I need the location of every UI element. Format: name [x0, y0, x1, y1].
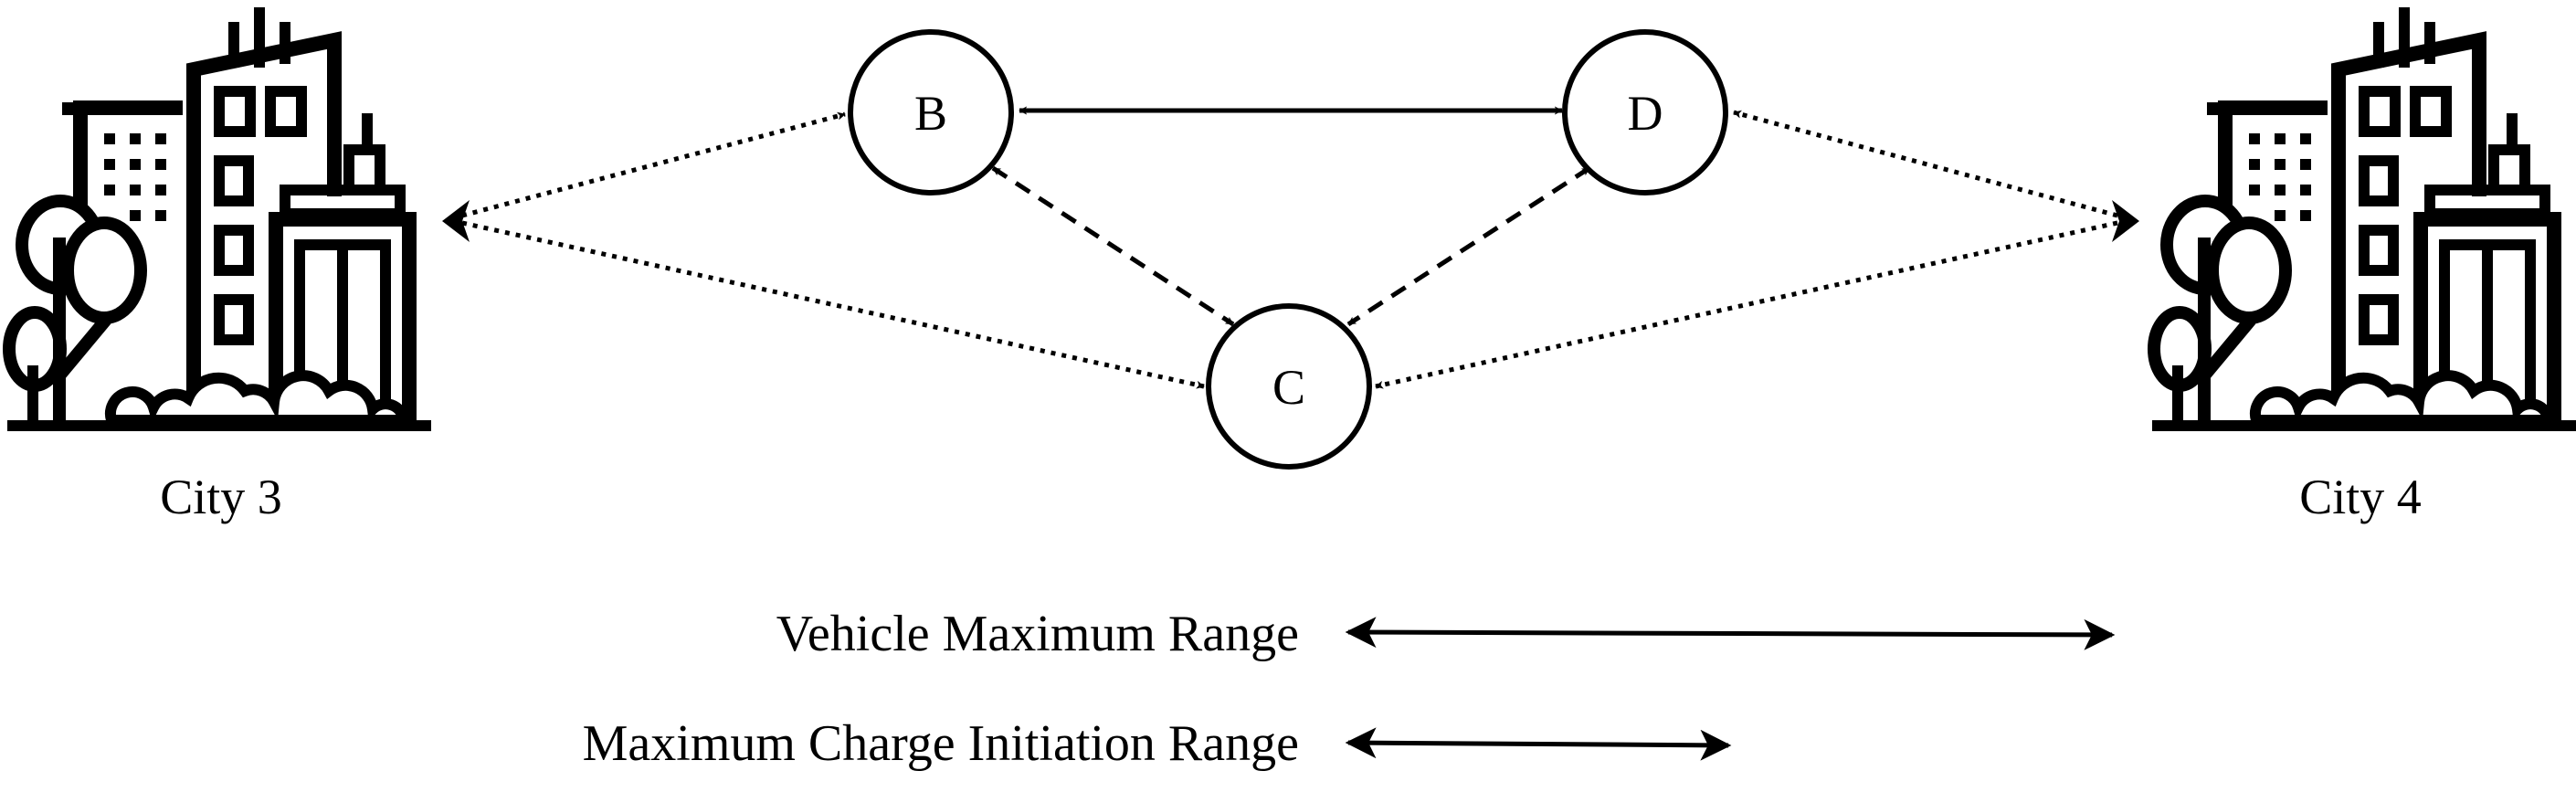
city-3-icon: [7, 7, 431, 431]
edge-d-c: [1346, 165, 1591, 327]
edge-city4-d: [1733, 110, 2118, 218]
edge-b-c: [991, 165, 1235, 327]
city-4-label: City 4: [2299, 470, 2422, 524]
city-4-icon: [2152, 7, 2576, 431]
legend-vehicle-range-arrow: [1345, 617, 2116, 650]
node-c: C: [1206, 303, 1372, 470]
edge-city4-c: [1375, 220, 2118, 389]
legend-charge-range-arrow: [1345, 727, 1732, 761]
edge-city3-b: [461, 111, 846, 218]
node-b-label: B: [914, 86, 947, 141]
node-b: B: [848, 29, 1014, 195]
edge-city3-c: [461, 220, 1205, 389]
city-3-arrowhead: [442, 200, 470, 242]
city-3-label: City 3: [160, 470, 282, 524]
node-c-label: C: [1272, 360, 1305, 415]
node-d: D: [1562, 29, 1728, 195]
legend-vehicle-range-label: Vehicle Maximum Range: [776, 606, 1299, 662]
node-d-label: D: [1628, 86, 1663, 141]
city-4-arrowhead: [2112, 200, 2139, 242]
legend-charge-range-label: Maximum Charge Initiation Range: [583, 715, 1299, 772]
